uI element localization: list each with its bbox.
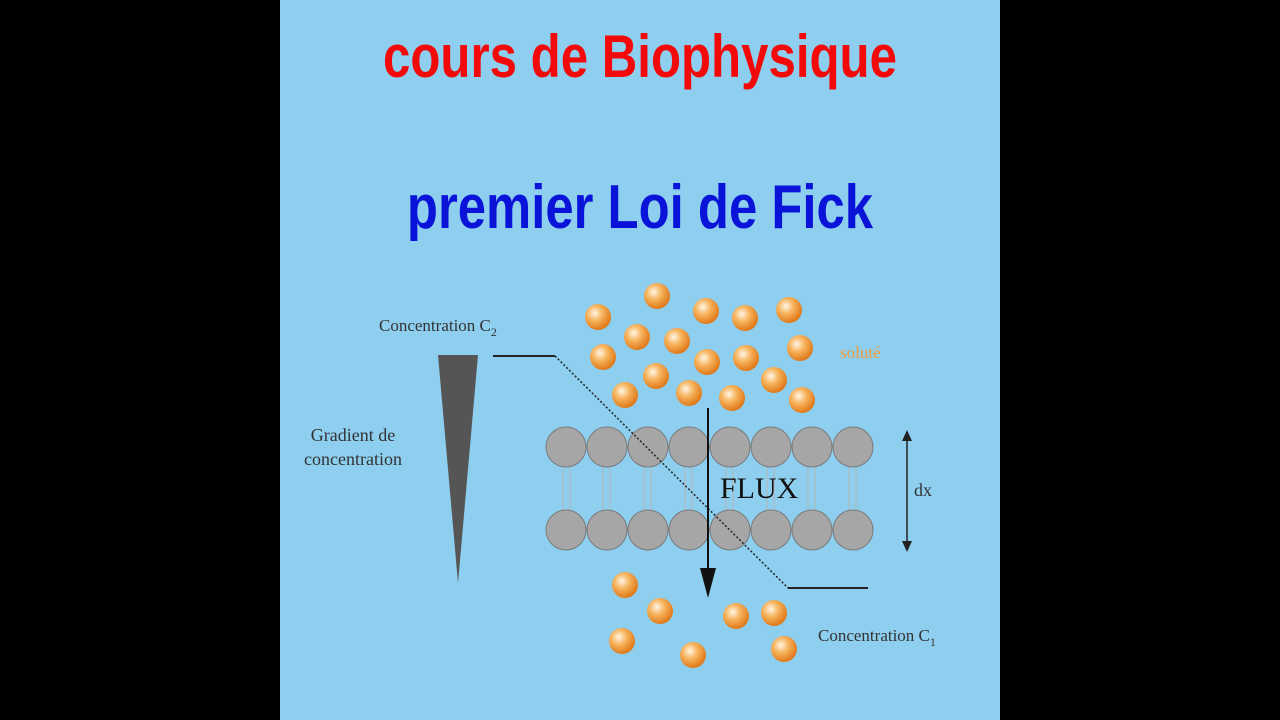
gradient-label-line2: concentration [304, 449, 402, 469]
dx-label: dx [914, 480, 932, 500]
flux-label: FLUX [720, 472, 799, 505]
slide-panel: cours de Biophysique premier Loi de Fick… [280, 0, 1000, 720]
solute-label: soluté [840, 343, 881, 362]
concentration-c1-label: Concentration C1 [818, 626, 936, 649]
solute-particles-top [585, 283, 815, 413]
solute-particles-bottom [609, 572, 797, 668]
lipid-heads-bottom [546, 510, 873, 550]
lipid-heads-top [546, 427, 873, 467]
dx-arrow-top [902, 430, 912, 441]
dx-arrow-bottom [902, 541, 912, 552]
concentration-c2-label: Concentration C2 [379, 316, 497, 339]
gradient-label-line1: Gradient de [311, 425, 395, 445]
lipid-tails [563, 460, 856, 510]
fick-law-diagram: Concentration C2 Gradient de concentrati… [280, 0, 1000, 720]
flux-arrow-head [700, 568, 716, 598]
concentration-gradient-wedge [438, 355, 478, 583]
